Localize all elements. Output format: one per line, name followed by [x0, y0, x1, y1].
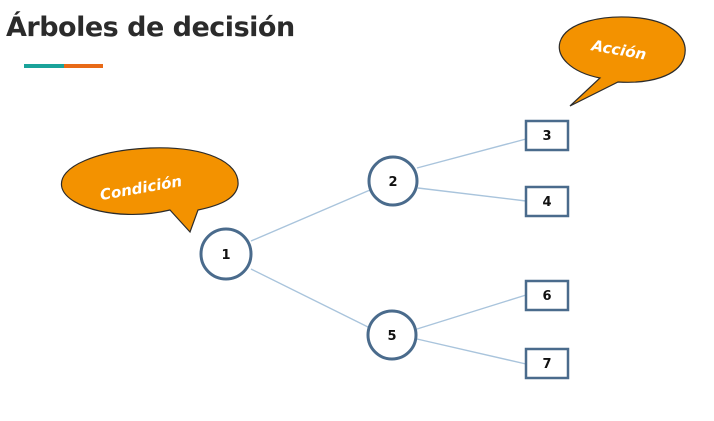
decision-node-2-label: 2: [388, 175, 397, 190]
title-accent-teal: [24, 64, 64, 68]
decision-node-2: 2: [367, 155, 419, 207]
condition-callout: Condición: [60, 147, 239, 234]
leaf-node-6-label: 6: [542, 289, 551, 304]
title-accent-orange: [64, 64, 103, 68]
edge-2-3: [416, 138, 527, 169]
action-callout: Acción: [558, 16, 686, 107]
leaf-node-4: 4: [524, 185, 570, 218]
decision-node-1-label: 1: [221, 248, 230, 263]
leaf-node-3-label: 3: [542, 129, 551, 144]
leaf-node-3: 3: [524, 119, 570, 152]
edge-5-6: [416, 294, 527, 330]
slide-title: Árboles de decisión: [6, 12, 295, 43]
decision-node-5-label: 5: [387, 329, 396, 344]
tree-edges: [250, 138, 527, 365]
edge-1-2: [250, 189, 371, 242]
decision-node-5: 5: [366, 309, 418, 361]
leaf-node-6: 6: [524, 279, 570, 312]
leaf-node-7: 7: [524, 347, 570, 380]
leaf-node-7-label: 7: [542, 357, 551, 372]
edge-5-7: [416, 338, 527, 365]
edge-2-4: [417, 187, 527, 202]
edge-1-5: [250, 268, 371, 329]
decision-node-1: 1: [199, 227, 253, 281]
leaf-node-4-label: 4: [542, 195, 551, 210]
